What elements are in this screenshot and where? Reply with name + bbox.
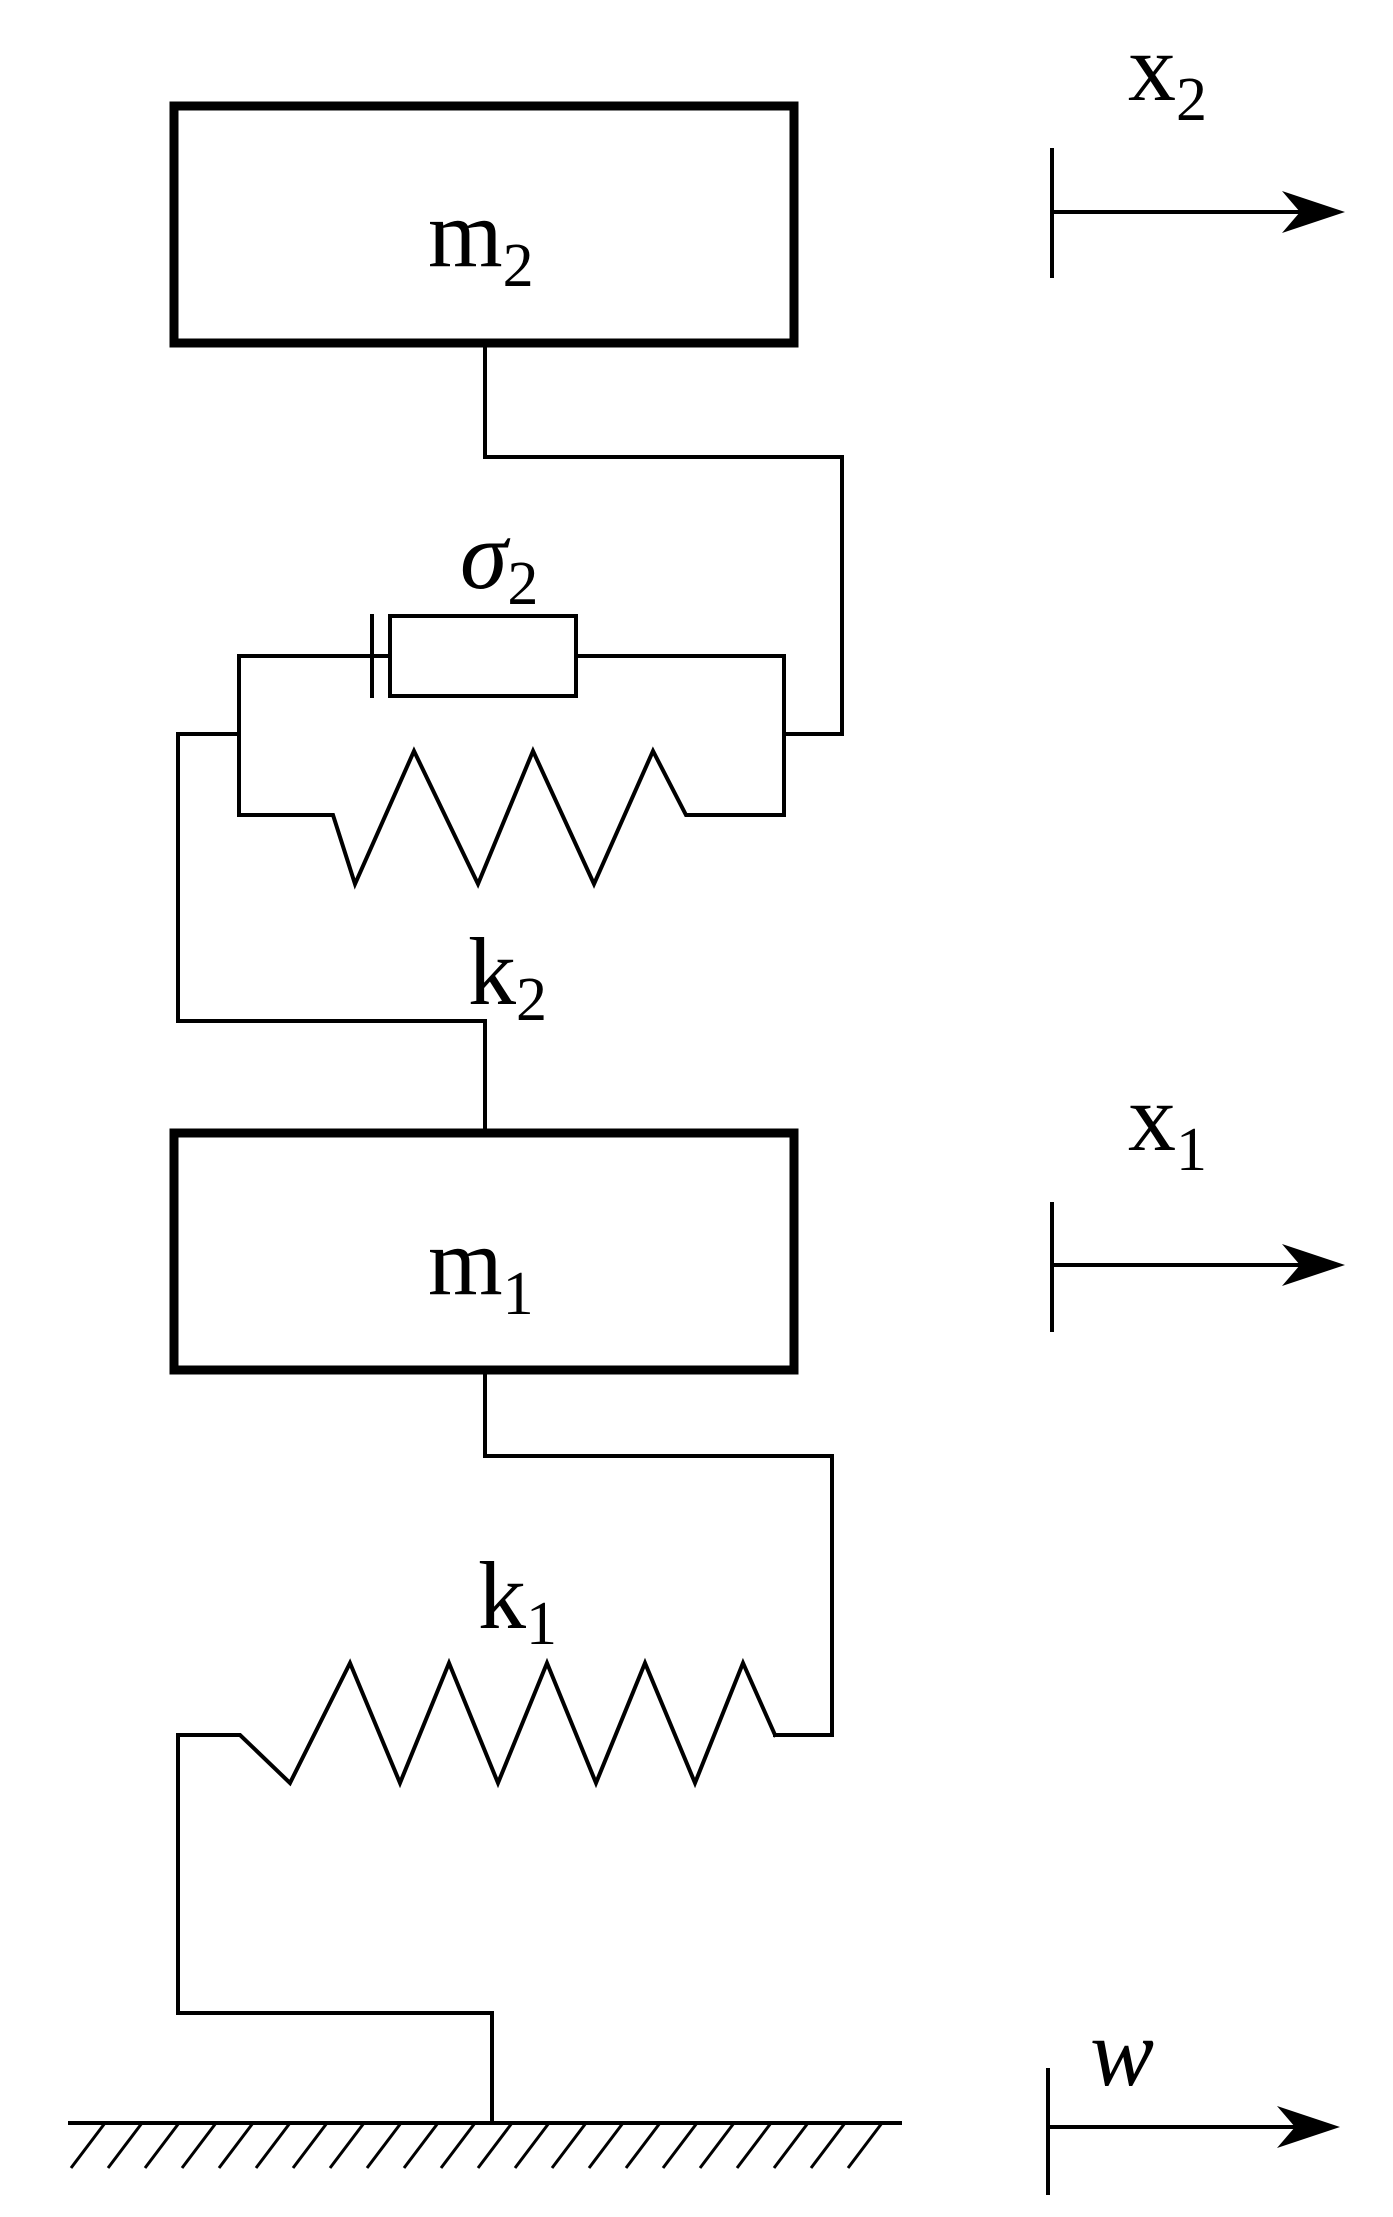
damper-right-rod [574,654,786,736]
displacement-x1: x1 [1050,1064,1345,1332]
ground-hatch-mark [328,2122,366,2169]
k2-to-m1-link [176,732,487,1135]
excitation-w: w [1046,1999,1340,2195]
ground-hatch-mark [143,2122,181,2169]
x1-arrow-head [1282,1244,1345,1286]
ground-hatch-mark [846,2122,884,2169]
ground-hatch-mark [735,2122,773,2169]
ground-hatching [69,2122,884,2169]
ground-hatch-mark [476,2122,514,2169]
damper-left-rod [237,654,392,736]
mass-m1: m1 [169,1128,799,1375]
ground-hatch-mark [698,2122,736,2169]
ground-hatch-mark [217,2122,255,2169]
ground-hatch-mark [402,2122,440,2169]
spring-k2-label: k2 [468,918,547,1034]
ground-hatch-mark [513,2122,551,2169]
m1-to-k1-link [483,1368,834,1737]
k1-to-ground-link [176,1733,494,2125]
spring-k2: k2 [237,732,786,1034]
ground-hatch-mark [365,2122,403,2169]
ground-hatch-mark [587,2122,625,2169]
ground [68,2121,902,2169]
w-arrow-head [1277,2106,1340,2148]
x1-label: x1 [1128,1064,1207,1184]
damper-sigma2: σ2 [237,502,786,736]
m2-upper-link [483,341,844,736]
ground-hatch-mark [661,2122,699,2169]
ground-hatch-mark [106,2122,144,2169]
spring-k2-coil [237,732,786,890]
spring-k1-coil [176,1657,778,1789]
ground-hatch-mark [291,2122,329,2169]
ground-hatch-mark [550,2122,588,2169]
mass-m1-label: m1 [428,1208,534,1328]
ground-hatch-mark [69,2122,107,2169]
spring-k1-label: k1 [478,1542,557,1658]
mass-m2: m2 [169,101,799,348]
mass-m2-label: m2 [428,180,534,300]
ground-hatch-mark [624,2122,662,2169]
x2-arrow-head [1282,191,1345,233]
damper-sigma2-label: σ2 [460,502,538,618]
ground-hatch-mark [254,2122,292,2169]
w-label: w [1090,1999,1154,2106]
ground-hatch-mark [772,2122,810,2169]
ground-hatch-mark [180,2122,218,2169]
spring-k1: k1 [176,1542,778,1789]
ground-hatch-mark [809,2122,847,2169]
x2-label: x2 [1128,14,1207,134]
displacement-x2: x2 [1050,14,1345,278]
ground-hatch-mark [439,2122,477,2169]
damper-cylinder [388,614,578,698]
